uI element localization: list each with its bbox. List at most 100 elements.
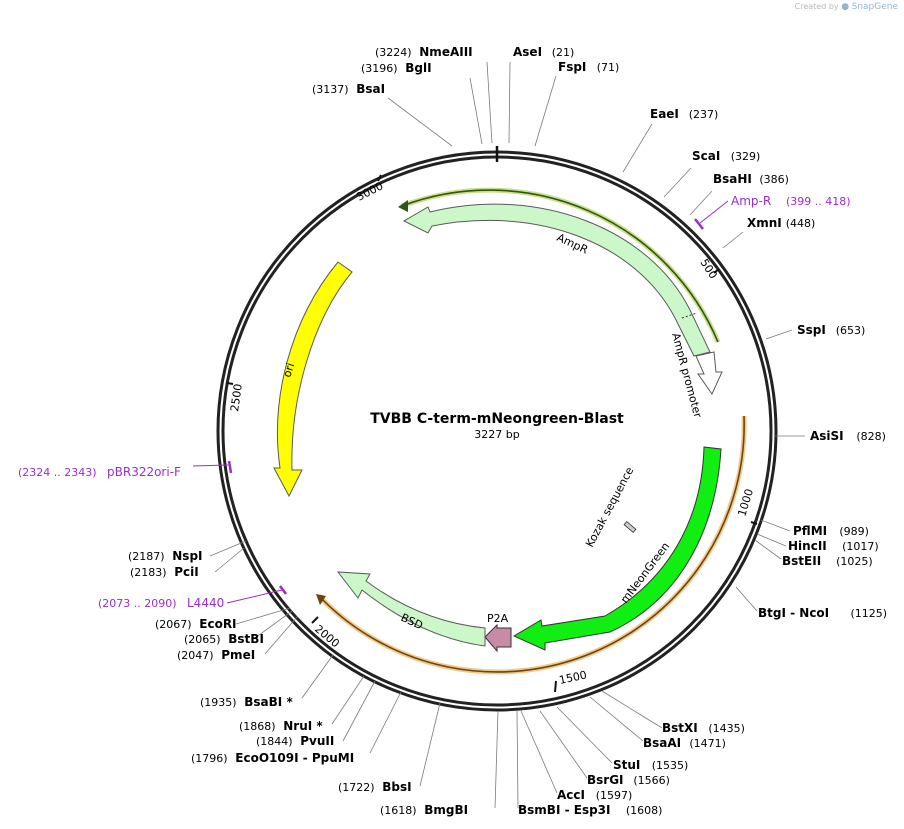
site-name: ScaI (692, 149, 720, 163)
site-name: AseI (513, 45, 542, 59)
feature-ampr-promoter (695, 351, 723, 396)
site-leader-line (689, 190, 713, 216)
tick-mark-1500 (554, 680, 557, 693)
site-leader-line (520, 710, 558, 794)
site-position: (329) (731, 150, 761, 163)
site-name: BsaI (356, 82, 385, 96)
feature-label-ori: ori (280, 361, 297, 379)
site-position: (1025) (836, 555, 873, 568)
site-position: (653) (836, 324, 866, 337)
site-name: AccI (557, 788, 585, 802)
site-position: (1868) (239, 720, 276, 733)
primer-range-l4440: (2073 .. 2090) (98, 597, 177, 610)
site-name: EaeI (650, 107, 679, 121)
credit-brand: SnapGene (851, 2, 898, 12)
site-name: FspI (558, 60, 586, 74)
site-name: NmeAIII (419, 45, 472, 59)
site-name: BstXI (662, 721, 698, 735)
site-name: NruI * (283, 719, 323, 733)
site-position: (2187) (128, 550, 165, 563)
site-position: (2183) (130, 566, 167, 579)
site-leader-line (469, 77, 483, 145)
site-leader-line (301, 654, 334, 699)
site-name: PflMI (793, 524, 827, 538)
primer-leader-amp-r (699, 200, 729, 224)
site-leader-line (756, 533, 787, 547)
site-position: (1471) (689, 737, 726, 750)
site-position: (3224) (375, 46, 412, 59)
site-leader-line (589, 696, 644, 742)
tick-mark-1000 (750, 521, 758, 525)
tick-label-1500: 1500 (558, 668, 588, 687)
site-name: BtgI - NcoI (758, 606, 829, 620)
primer-range-pbr322ori: (2324 .. 2343) (18, 466, 97, 479)
site-leader-line (214, 547, 245, 573)
site-name: SspI (797, 323, 826, 337)
site-name: XmnI (747, 216, 782, 230)
site-position: (1935) (200, 696, 237, 709)
site-position: (989) (839, 525, 869, 538)
site-position: (3137) (312, 83, 349, 96)
primer-leader-pbr322ori (192, 464, 229, 467)
feature-mneongreen (512, 446, 722, 651)
tick-label-2500: 2500 (228, 383, 245, 413)
feature-bsd (336, 571, 486, 647)
snapgene-logo-icon: ● (841, 2, 850, 12)
primer-band-arrowhead-green (398, 200, 408, 212)
site-leader-line (722, 231, 744, 249)
site-leader-line (556, 706, 613, 764)
site-name: StuI (613, 758, 640, 772)
site-name: PmeI (221, 648, 255, 662)
site-position: (1017) (842, 540, 879, 553)
primer-mark-pbr322ori (227, 460, 233, 474)
site-leader-line (369, 691, 402, 754)
feature-ampr-split-dash (681, 312, 698, 319)
site-position: (3196) (361, 62, 398, 75)
site-leader-line (760, 519, 791, 532)
site-leader-line (508, 61, 511, 144)
site-position: (1618) (380, 804, 417, 817)
site-name: BsaAI (643, 736, 681, 750)
feature-label-p2a: P2A (487, 612, 509, 625)
primer-name-l4440: L4440 (187, 596, 224, 610)
site-leader-line (387, 97, 453, 147)
primer-band-amp-r-core (401, 189, 719, 343)
primers-layer: Amp-R (399 .. 418) (2324 .. 2343) pBR322… (18, 194, 851, 610)
feature-ampr (402, 203, 711, 357)
site-position: (2065) (184, 633, 221, 646)
site-position: (1608) (626, 804, 663, 817)
tick-mark-2000 (311, 616, 319, 624)
site-leader-line (419, 702, 441, 787)
site-position: (1844) (256, 735, 293, 748)
site-position: (2047) (177, 649, 214, 662)
feature-kozak (623, 521, 637, 533)
restriction-sites-layer: NmeAIII (3224) BglI (3196) BsaI (3137) AseI (21… (128, 45, 887, 817)
site-position: (448) (786, 217, 816, 230)
features-layer (273, 203, 723, 653)
primer-range-amp-r: (399 .. 418) (786, 195, 851, 208)
site-leader-line (534, 75, 557, 147)
tick-mark-3000 (377, 174, 382, 182)
plasmid-length: 3227 bp (474, 428, 519, 441)
site-position: (1597) (596, 789, 633, 802)
feature-ori (273, 261, 353, 498)
site-leader-line (539, 710, 588, 779)
site-name: BsaHI (713, 172, 752, 186)
site-name: EcoO109I - PpuMI (235, 751, 354, 765)
site-name: BglI (405, 61, 431, 75)
site-leader-line (494, 710, 499, 809)
site-name: BstEII (782, 554, 821, 568)
site-name: BstBI (228, 632, 264, 646)
site-position: (1566) (633, 774, 670, 787)
site-name: BsaBI * (244, 695, 293, 709)
plasmid-name: TVBB C-term-mNeongreen-Blast (370, 411, 624, 427)
site-position: (1722) (338, 781, 375, 794)
primer-name-amp-r: Amp-R (731, 194, 771, 208)
tick-mark-2500 (226, 382, 234, 385)
site-name: AsiSI (810, 429, 844, 443)
site-name: BmgBI (424, 803, 468, 817)
site-name: EcoRI (199, 617, 236, 631)
site-position: (71) (597, 61, 620, 74)
site-position: (237) (689, 108, 719, 121)
